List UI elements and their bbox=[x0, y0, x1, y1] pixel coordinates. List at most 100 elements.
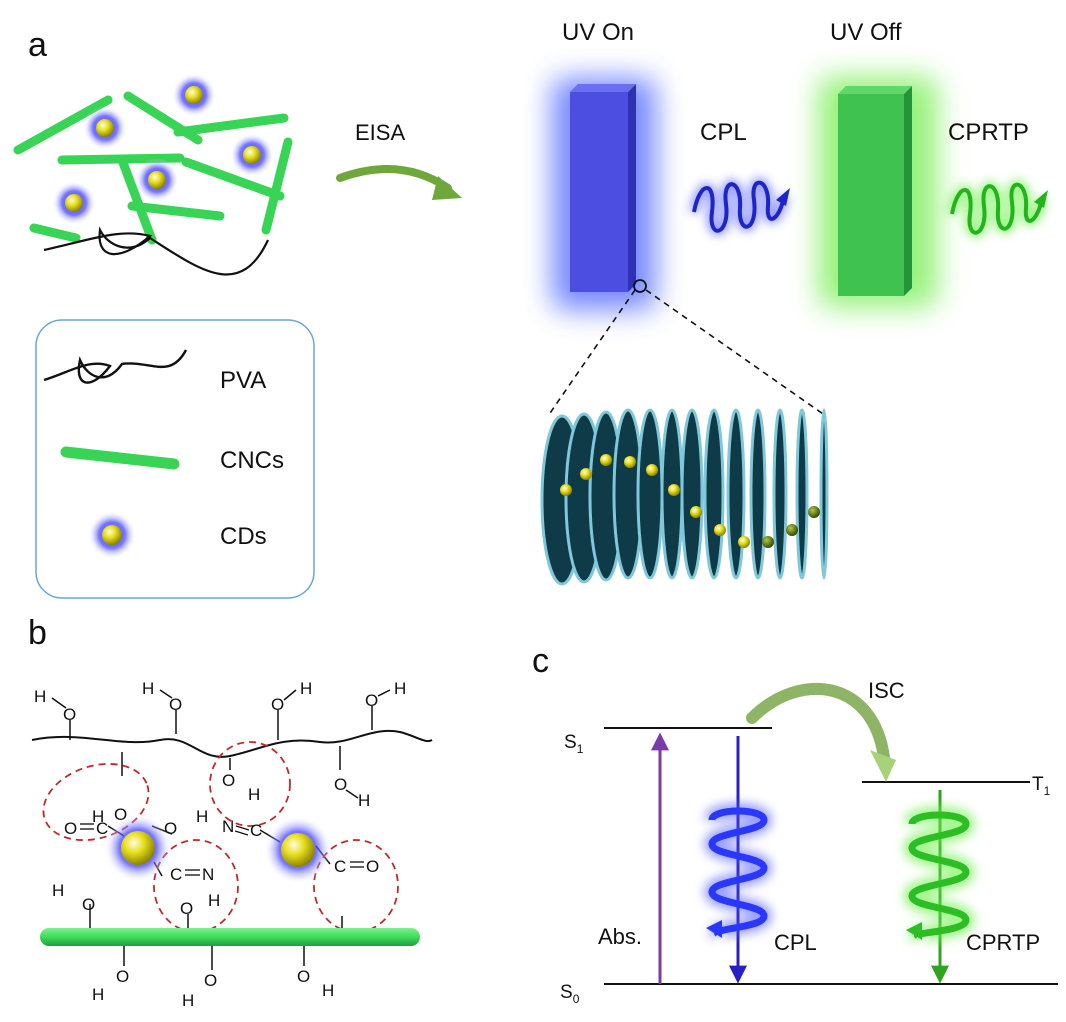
pva-chain bbox=[43, 226, 269, 276]
carbon-dot bbox=[580, 468, 592, 480]
zoom-line-right bbox=[645, 289, 827, 417]
t1-main: T bbox=[1032, 774, 1044, 795]
atom-o: O bbox=[63, 705, 76, 724]
legend-label-cds: CDs bbox=[220, 523, 267, 550]
carbon-dot bbox=[786, 524, 798, 536]
cprtp-helix-icon bbox=[902, 806, 976, 945]
s0-sub: 0 bbox=[573, 992, 580, 1006]
cnc-rod-large bbox=[40, 928, 420, 946]
uv-on-film: UV On CPL bbox=[552, 19, 790, 310]
film-side-face bbox=[904, 86, 912, 296]
legend-item-pva: PVA bbox=[43, 349, 266, 394]
chiral-nematic-structure bbox=[540, 408, 829, 586]
uv-off-film: UV Off CPRTP bbox=[818, 19, 1048, 308]
bond bbox=[345, 789, 359, 799]
lamella bbox=[819, 408, 829, 580]
atom-h: H bbox=[52, 881, 64, 900]
cnc-rod bbox=[117, 155, 157, 245]
green-helix-icon bbox=[947, 179, 1048, 238]
cpl-label: CPL bbox=[774, 930, 817, 955]
carbon-dots bbox=[52, 73, 274, 225]
atom-c: C bbox=[96, 819, 108, 838]
lamella bbox=[749, 408, 767, 580]
carbon-dot bbox=[104, 814, 172, 882]
atom-o: O bbox=[334, 775, 347, 794]
panel-b-carbon-dots bbox=[104, 814, 332, 884]
hydrogen-bond-ellipses bbox=[42, 741, 399, 933]
cnc-rod bbox=[127, 201, 225, 221]
atom-h: H bbox=[92, 985, 104, 1004]
zoom-line-left bbox=[547, 289, 636, 417]
carbon-dot bbox=[762, 536, 774, 548]
panel-a-letter: a bbox=[28, 26, 47, 64]
lamellae bbox=[540, 408, 829, 586]
atom-c: C bbox=[334, 857, 346, 876]
legend-item-cncs: CNCs bbox=[60, 446, 284, 474]
atom-o: O bbox=[222, 771, 235, 790]
atom-o: O bbox=[169, 695, 182, 714]
atom-o: O bbox=[366, 857, 379, 876]
interaction-ellipse bbox=[42, 763, 150, 841]
embedded-carbon-dots bbox=[560, 454, 820, 548]
atom-h: H bbox=[322, 981, 334, 1000]
isc-arrowhead-icon bbox=[870, 750, 896, 782]
atom-h: H bbox=[208, 891, 220, 910]
carbon-dot bbox=[83, 106, 127, 150]
eisa-label: EISA bbox=[355, 120, 405, 145]
atom-n: N bbox=[222, 817, 234, 836]
bond bbox=[159, 689, 173, 699]
cprtp-emission-label: CPRTP bbox=[948, 119, 1029, 146]
zoom-lines bbox=[547, 289, 827, 417]
panel-b: b bbox=[28, 614, 433, 1010]
atom-h: H bbox=[300, 679, 312, 698]
carbon-dot bbox=[624, 456, 636, 468]
t1-label: T1 bbox=[1032, 774, 1051, 798]
legend-label-cncs: CNCs bbox=[220, 447, 284, 474]
eisa-arrowhead-icon bbox=[432, 176, 462, 200]
interaction-ellipse bbox=[209, 741, 291, 827]
nanocrystal-rod-icon bbox=[60, 446, 180, 470]
cnc-rod bbox=[181, 157, 285, 201]
uv-on-film-face bbox=[570, 92, 628, 292]
cnc-rod bbox=[29, 223, 81, 243]
carbon-dot bbox=[646, 464, 658, 476]
carbon-dot bbox=[264, 816, 332, 884]
cnc-rods bbox=[13, 91, 293, 245]
atom-o: O bbox=[204, 971, 217, 990]
carbon-dot-icon bbox=[88, 511, 136, 559]
polymer-chain-icon bbox=[43, 349, 188, 384]
s1-sub: 1 bbox=[577, 742, 584, 756]
lamella bbox=[726, 408, 746, 580]
s1-label: S1 bbox=[564, 732, 584, 756]
atom-h: H bbox=[196, 807, 208, 826]
carbon-dot bbox=[714, 524, 726, 536]
atom-o: O bbox=[180, 899, 193, 918]
atom-h: H bbox=[34, 687, 46, 706]
s0-label: S0 bbox=[560, 982, 580, 1006]
interaction-ellipse bbox=[153, 839, 239, 933]
blue-helix-icon bbox=[689, 178, 790, 235]
isc-label: ISC bbox=[868, 678, 905, 703]
lamella bbox=[795, 408, 809, 580]
eisa-step: EISA bbox=[336, 120, 462, 200]
atom-h: H bbox=[358, 791, 370, 810]
absorption-label: Abs. bbox=[598, 924, 642, 949]
atom-h: H bbox=[92, 807, 104, 826]
panel-b-letter: b bbox=[28, 614, 47, 652]
atom-o: O bbox=[365, 691, 378, 710]
cnc-rod bbox=[13, 95, 113, 155]
film-top-face bbox=[570, 84, 636, 92]
cnc-rod bbox=[261, 137, 293, 235]
panel-a: a EISA bbox=[13, 19, 1048, 599]
s0-main: S bbox=[560, 982, 573, 1003]
cpl-emission-label: CPL bbox=[700, 119, 747, 146]
cpl-helix-icon bbox=[703, 803, 773, 942]
bond bbox=[283, 689, 297, 701]
lamella bbox=[772, 408, 788, 580]
isc-arrow-icon bbox=[746, 682, 890, 764]
panel-c-letter: c bbox=[532, 642, 549, 680]
s1-main: S bbox=[564, 732, 577, 753]
lamella bbox=[680, 408, 704, 580]
bond bbox=[377, 689, 391, 697]
